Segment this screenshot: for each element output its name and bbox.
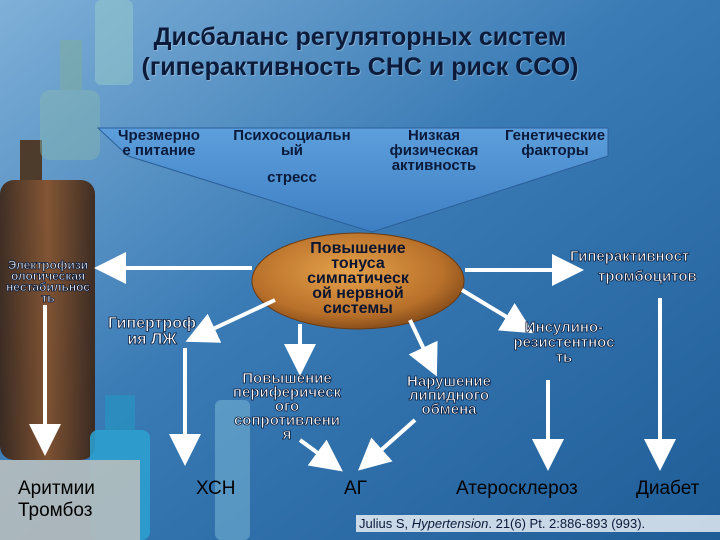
outcome-hypertension: АГ: [344, 478, 367, 499]
outcome-chf: ХСН: [196, 478, 236, 499]
arrow-to-lipid-disorder: [408, 319, 438, 377]
outcome-diabetes: Диабет: [636, 478, 700, 499]
factor-genetic-line-1: Генетические: [504, 127, 606, 144]
effect-ir-line-1: Инсулино-: [524, 319, 604, 336]
page-title: Дисбаланс регуляторных систем (гиперакти…: [90, 22, 630, 82]
outcome-atherosclerosis: Атеросклероз: [456, 478, 578, 499]
effect-electro-line-1: Электрофизи: [7, 258, 89, 272]
factor-genetic: Генетические факторы: [494, 128, 616, 158]
factor-stress-line-2: ый: [280, 142, 304, 159]
center-line-5: системы: [323, 300, 393, 317]
outcome-arrhythmia-thrombosis: Аритмии Тромбоз: [18, 478, 95, 522]
center-line-2: тонуса: [331, 255, 385, 272]
effect-lipid-disorder: Нарушение липидного обмена: [394, 373, 504, 418]
factor-low-activity: Низкая физическая активность: [378, 128, 490, 173]
effect-platelet-hyperactivity: Гиперактивност тромбоцитов: [570, 247, 720, 287]
factor-overeating-line-1: Чрезмерно: [118, 127, 200, 144]
title-line-1: Дисбаланс регуляторных систем: [153, 23, 567, 51]
outcome-thrombosis: Тромбоз: [18, 500, 93, 521]
center-line-3: симпатическ: [307, 270, 409, 287]
factor-genetic-line-2: факторы: [521, 142, 589, 159]
citation-author: Julius S,: [359, 516, 412, 531]
arrow-to-hypertension: [298, 438, 343, 472]
factor-psychosocial-stress: Психосоциальн ый стресс: [222, 128, 362, 185]
factor-activity-line-3: активность: [391, 157, 477, 174]
arrow-peripheral-to-hypertension: [358, 418, 417, 471]
effect-lipid-line-2: липидного: [409, 387, 490, 404]
effect-lvh-line-2: ия ЛЖ: [127, 331, 177, 348]
effect-platelet-line-2: тромбоцитов: [598, 268, 698, 286]
effect-ir-line-3: ть: [555, 349, 573, 366]
effect-pr-line-3: ого: [274, 398, 300, 415]
effect-electro-line-2: ологическая: [10, 269, 86, 283]
factor-stress-line-1: Психосоциальн: [233, 127, 351, 144]
effect-electro-line-4: ть: [41, 291, 55, 305]
factor-overeating: Чрезмерно е питание: [118, 128, 200, 158]
effect-insulin-resistance: Инсулино- резистентнос ть: [508, 319, 620, 366]
effect-peripheral-resistance: Повышение периферическ ого сопротивлени …: [222, 370, 352, 443]
effect-ir-line-2: резистентнос: [513, 334, 615, 351]
effect-pr-line-4: сопротивлени: [233, 412, 341, 429]
effect-lv-hypertrophy: Гипертроф ия ЛЖ: [100, 315, 204, 348]
factor-overeating-line-2: е питание: [122, 142, 196, 159]
arrows: [29, 252, 676, 472]
factor-stress-line-3: стресс: [267, 169, 317, 186]
effect-platelet-line-1: Гиперактивност: [570, 248, 690, 266]
arrow-to-insulin-resistance: [460, 288, 534, 334]
outcome-arrhythmia: Аритмии: [18, 478, 95, 499]
effect-lipid-line-1: Нарушение: [407, 373, 492, 390]
effect-pr-line-2: периферическ: [232, 384, 342, 401]
factor-activity-line-1: Низкая: [407, 127, 461, 144]
decor-bottles: [0, 0, 250, 540]
effect-pr-line-1: Повышение: [242, 370, 332, 387]
citation-details: . 21(6) Pt. 2:886-893 (993).: [488, 516, 646, 531]
effect-lipid-line-3: обмена: [421, 401, 477, 418]
center-oval: [251, 232, 465, 330]
effect-electro-line-3: нестабильнос: [6, 280, 91, 294]
title-line-2: (гиперактивность СНС и риск ССО): [141, 53, 579, 81]
effect-pr-line-5: я: [282, 426, 292, 443]
center-sympathetic-tone: Повышение тонуса симпатическ ой нервной …: [288, 240, 428, 317]
citation-journal: Hypertension: [411, 516, 489, 531]
arrow-to-lv-hypertrophy: [185, 298, 276, 343]
citation: Julius S, Hypertension. 21(6) Pt. 2:886-…: [356, 515, 720, 532]
factor-activity-line-2: физическая: [389, 142, 479, 159]
risk-factors-banner: [96, 127, 609, 233]
effect-lvh-line-1: Гипертроф: [107, 315, 197, 332]
effect-electrophysiological-instability: Электрофизи ологическая нестабильнос ть: [2, 258, 94, 305]
center-line-1: Повышение: [310, 240, 406, 257]
center-line-4: ой нервной: [312, 285, 404, 302]
